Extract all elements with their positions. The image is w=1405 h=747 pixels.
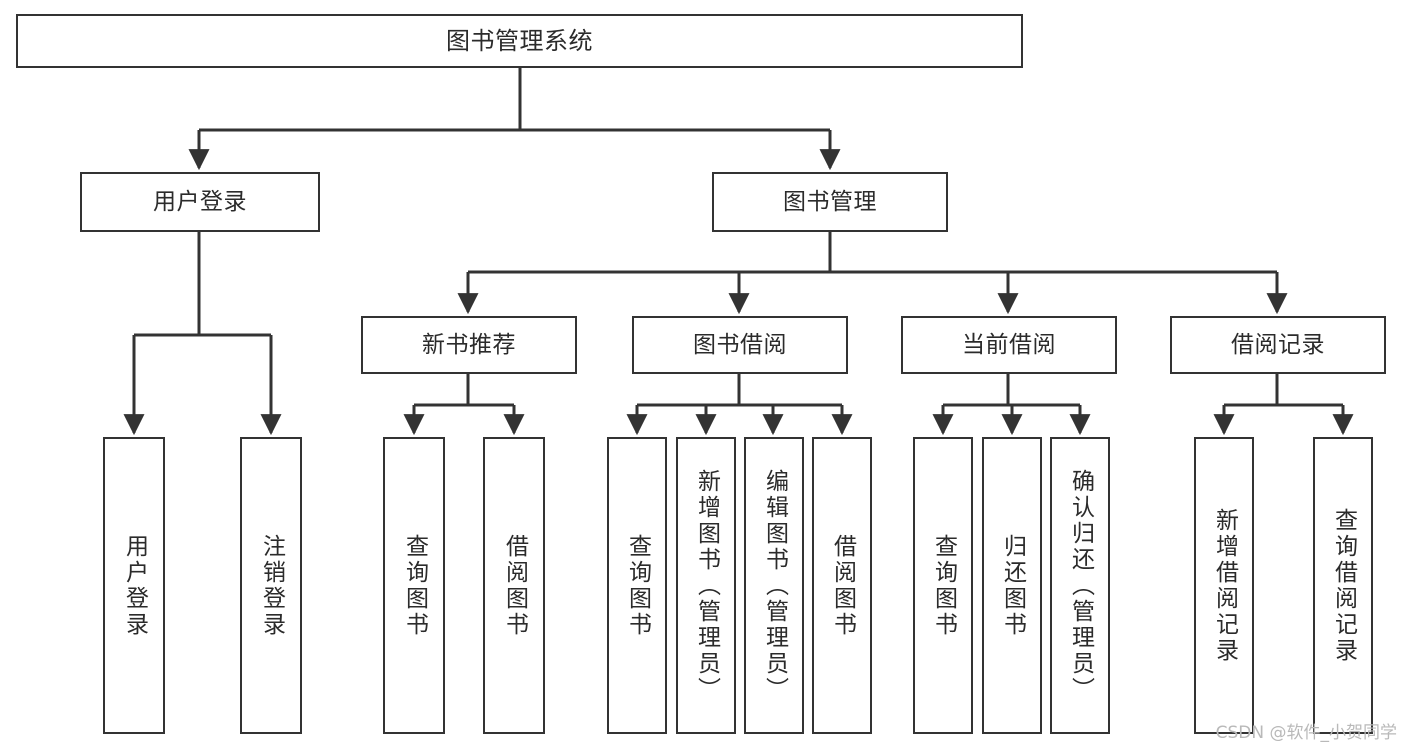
node-leaf-query-record[interactable]: 查询借阅记录 [1313, 437, 1373, 734]
node-leaf-borrow-book-1-label: 借阅图书 [501, 533, 528, 638]
node-leaf-add-record[interactable]: 新增借阅记录 [1194, 437, 1254, 734]
leaf-text-wrap: 新增图书（管理员） [678, 439, 734, 732]
leaf-text-wrap: 查询借阅记录 [1315, 439, 1371, 732]
node-leaf-borrow-book-2[interactable]: 借阅图书 [812, 437, 872, 734]
node-root-label: 图书管理系统 [446, 27, 593, 55]
node-book-borrow-label: 图书借阅 [693, 331, 787, 358]
node-root[interactable]: 图书管理系统 [16, 14, 1023, 68]
node-leaf-confirm-return-label: 确认归还（管理员） [1067, 468, 1094, 703]
node-leaf-query-book-2-label: 查询图书 [624, 533, 651, 638]
leaf-text-wrap: 新增借阅记录 [1196, 439, 1252, 732]
leaf-text-wrap: 查询图书 [609, 439, 665, 732]
node-leaf-query-record-label: 查询借阅记录 [1330, 507, 1357, 664]
node-leaf-query-book-3[interactable]: 查询图书 [913, 437, 973, 734]
node-book-borrow[interactable]: 图书借阅 [632, 316, 848, 374]
node-current-borrow-label: 当前借阅 [962, 331, 1056, 358]
leaf-text-wrap: 编辑图书（管理员） [746, 439, 802, 732]
node-leaf-add-record-label: 新增借阅记录 [1211, 507, 1238, 664]
node-leaf-logout-label: 注销登录 [258, 533, 285, 638]
node-new-book-rec-label: 新书推荐 [422, 331, 516, 358]
node-user-login[interactable]: 用户登录 [80, 172, 320, 232]
leaf-text-wrap: 归还图书 [984, 439, 1040, 732]
node-current-borrow[interactable]: 当前借阅 [901, 316, 1117, 374]
leaf-text-wrap: 借阅图书 [814, 439, 870, 732]
node-book-manage[interactable]: 图书管理 [712, 172, 948, 232]
node-leaf-user-login-label: 用户登录 [121, 533, 148, 638]
node-leaf-borrow-book-2-label: 借阅图书 [829, 533, 856, 638]
node-leaf-add-book[interactable]: 新增图书（管理员） [676, 437, 736, 734]
leaf-text-wrap: 查询图书 [385, 439, 443, 732]
node-borrow-record-label: 借阅记录 [1231, 331, 1325, 358]
node-borrow-record[interactable]: 借阅记录 [1170, 316, 1386, 374]
node-leaf-return-book-label: 归还图书 [999, 533, 1026, 638]
node-book-manage-label: 图书管理 [783, 188, 877, 215]
leaf-text-wrap: 注销登录 [242, 439, 300, 732]
node-user-login-label: 用户登录 [153, 188, 247, 215]
leaf-text-wrap: 借阅图书 [485, 439, 543, 732]
node-new-book-rec[interactable]: 新书推荐 [361, 316, 577, 374]
node-leaf-borrow-book-1[interactable]: 借阅图书 [483, 437, 545, 734]
node-leaf-edit-book[interactable]: 编辑图书（管理员） [744, 437, 804, 734]
node-leaf-user-login[interactable]: 用户登录 [103, 437, 165, 734]
leaf-text-wrap: 查询图书 [915, 439, 971, 732]
node-leaf-query-book-1[interactable]: 查询图书 [383, 437, 445, 734]
node-leaf-add-book-label: 新增图书（管理员） [693, 468, 720, 703]
node-leaf-query-book-2[interactable]: 查询图书 [607, 437, 667, 734]
node-leaf-logout[interactable]: 注销登录 [240, 437, 302, 734]
node-leaf-confirm-return[interactable]: 确认归还（管理员） [1050, 437, 1110, 734]
node-leaf-return-book[interactable]: 归还图书 [982, 437, 1042, 734]
node-leaf-edit-book-label: 编辑图书（管理员） [761, 468, 788, 703]
leaf-text-wrap: 确认归还（管理员） [1052, 439, 1108, 732]
leaf-text-wrap: 用户登录 [105, 439, 163, 732]
watermark: CSDN @软件_小贺同学 [1215, 723, 1397, 743]
node-leaf-query-book-1-label: 查询图书 [401, 533, 428, 638]
node-leaf-query-book-3-label: 查询图书 [930, 533, 957, 638]
